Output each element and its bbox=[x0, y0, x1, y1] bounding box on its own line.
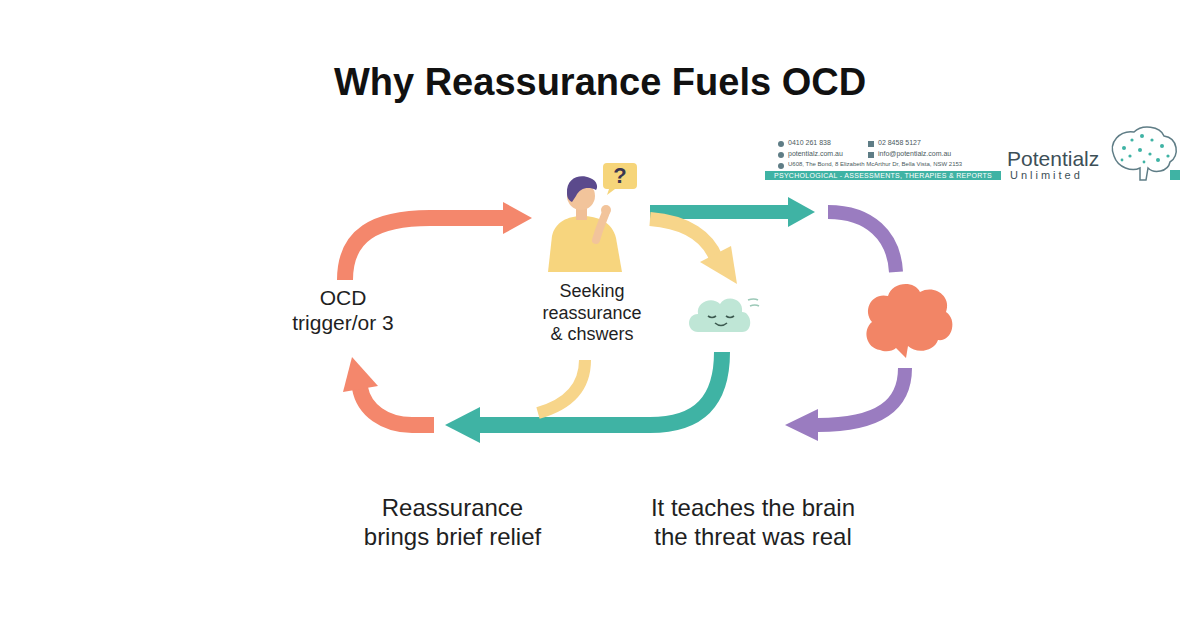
logo-brain bbox=[1138, 148, 1142, 152]
teal-arrow bbox=[788, 197, 815, 227]
logo-brain bbox=[1156, 158, 1160, 162]
bubble-outline bbox=[603, 163, 637, 195]
logo-brain bbox=[1150, 138, 1153, 141]
yellow-curve bbox=[538, 360, 585, 413]
logo-brain bbox=[1170, 170, 1180, 180]
contact-icons bbox=[778, 163, 784, 169]
caption-text: It teaches the brain the threat was real bbox=[640, 494, 866, 552]
contact-icons bbox=[868, 152, 874, 158]
orange-arrow bbox=[345, 202, 532, 280]
contact-icons bbox=[868, 141, 874, 147]
contact-phone: 02 8458 5127 bbox=[878, 139, 958, 147]
brain-thought bbox=[866, 284, 952, 358]
contact-address: U608, The Bond, 8 Elizabeth McArthur Dr,… bbox=[788, 161, 1008, 168]
logo-brain bbox=[1148, 152, 1151, 155]
orange-arrow bbox=[503, 202, 532, 234]
step-label: Seeking reassurance & chswers bbox=[538, 281, 646, 346]
person-icon bbox=[548, 216, 622, 272]
contact-email: info@potentialz.com.au bbox=[878, 150, 988, 158]
person-icon bbox=[601, 205, 611, 215]
yellow-curve bbox=[538, 360, 585, 413]
relief-cloud bbox=[689, 298, 750, 332]
contact-phone: 0410 261 838 bbox=[788, 139, 863, 147]
yellow-arrow bbox=[650, 219, 737, 284]
yellow-arrow bbox=[650, 219, 716, 258]
step-label: OCD trigger/or 3 bbox=[279, 285, 407, 335]
relief-cloud bbox=[708, 316, 734, 318]
orange-arrow bbox=[343, 357, 434, 425]
teal-arrow bbox=[478, 352, 722, 425]
person-icon bbox=[596, 212, 606, 240]
purple-arrow bbox=[828, 212, 896, 272]
purple-arrow bbox=[828, 212, 896, 272]
person-icon bbox=[567, 176, 597, 202]
logo-subname: Unlimited bbox=[1010, 169, 1110, 182]
purple-arrow bbox=[785, 368, 905, 441]
logo-brain bbox=[1143, 161, 1146, 164]
brain-thought bbox=[866, 284, 952, 358]
yellow-arrow bbox=[700, 246, 737, 284]
orange-arrow bbox=[360, 388, 434, 425]
teal-arrow bbox=[445, 407, 480, 443]
logo-brain bbox=[1160, 144, 1164, 148]
caption-text: Reassurance brings brief relief bbox=[350, 494, 555, 552]
logo-brain bbox=[1122, 146, 1126, 150]
purple-arrow bbox=[785, 409, 818, 441]
diagram-title: Why Reassurance Fuels OCD bbox=[0, 60, 1200, 106]
bubble-symbol: ? bbox=[613, 165, 626, 187]
contact-web: potentialz.com.au bbox=[788, 150, 868, 158]
logo-brain bbox=[1121, 159, 1124, 162]
teal-arrow bbox=[445, 352, 722, 443]
logo-name: Potentialz bbox=[1007, 146, 1117, 171]
purple-arrow bbox=[818, 368, 905, 425]
orange-arrow bbox=[343, 357, 378, 392]
contact-icons bbox=[778, 141, 784, 147]
relief-cloud bbox=[715, 323, 727, 326]
tagline-text: PSYCHOLOGICAL - ASSESSMENTS, THERAPIES &… bbox=[774, 172, 992, 179]
logo-brain bbox=[1112, 127, 1180, 180]
orange-arrow bbox=[345, 218, 505, 280]
tagline-band: PSYCHOLOGICAL - ASSESSMENTS, THERAPIES &… bbox=[765, 171, 1001, 180]
relief-cloud bbox=[748, 299, 759, 306]
question-bubble: ? bbox=[603, 163, 637, 193]
logo-brain bbox=[1140, 134, 1144, 138]
logo-brain bbox=[1130, 138, 1133, 141]
logo-brain bbox=[1166, 154, 1169, 157]
relief-cloud bbox=[689, 298, 759, 332]
contact-icons bbox=[778, 152, 784, 158]
logo-brain bbox=[1112, 127, 1176, 180]
logo-brain bbox=[1121, 134, 1170, 163]
logo-brain bbox=[1128, 154, 1131, 157]
